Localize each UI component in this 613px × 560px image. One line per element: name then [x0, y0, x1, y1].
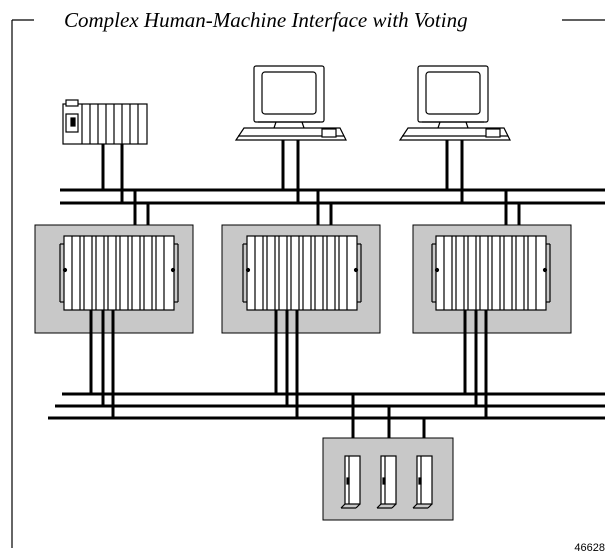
- figure-number: 46628: [574, 542, 605, 554]
- controller-panel: [221, 224, 381, 334]
- figure-title: Complex Human-Machine Interface with Vot…: [58, 8, 474, 33]
- io-module-icon: [412, 455, 433, 509]
- controller-panel: [412, 224, 572, 334]
- figure-border: [11, 19, 605, 548]
- io-module-icon: [340, 455, 361, 509]
- plc-rack-icon: [62, 99, 148, 145]
- lower-io-bus: [48, 392, 605, 420]
- io-module-panel: [322, 437, 454, 521]
- controller-lower-drops: [89, 310, 488, 418]
- upper-network-bus: [60, 188, 605, 205]
- top-drops: [101, 140, 464, 203]
- controller-chassis-icon: [59, 235, 179, 311]
- computer-workstation-icon: [234, 65, 347, 141]
- io-module-icon: [376, 455, 397, 509]
- controller-chassis-icon: [242, 235, 362, 311]
- computer-workstation-icon: [398, 65, 511, 141]
- controller-chassis-icon: [431, 235, 551, 311]
